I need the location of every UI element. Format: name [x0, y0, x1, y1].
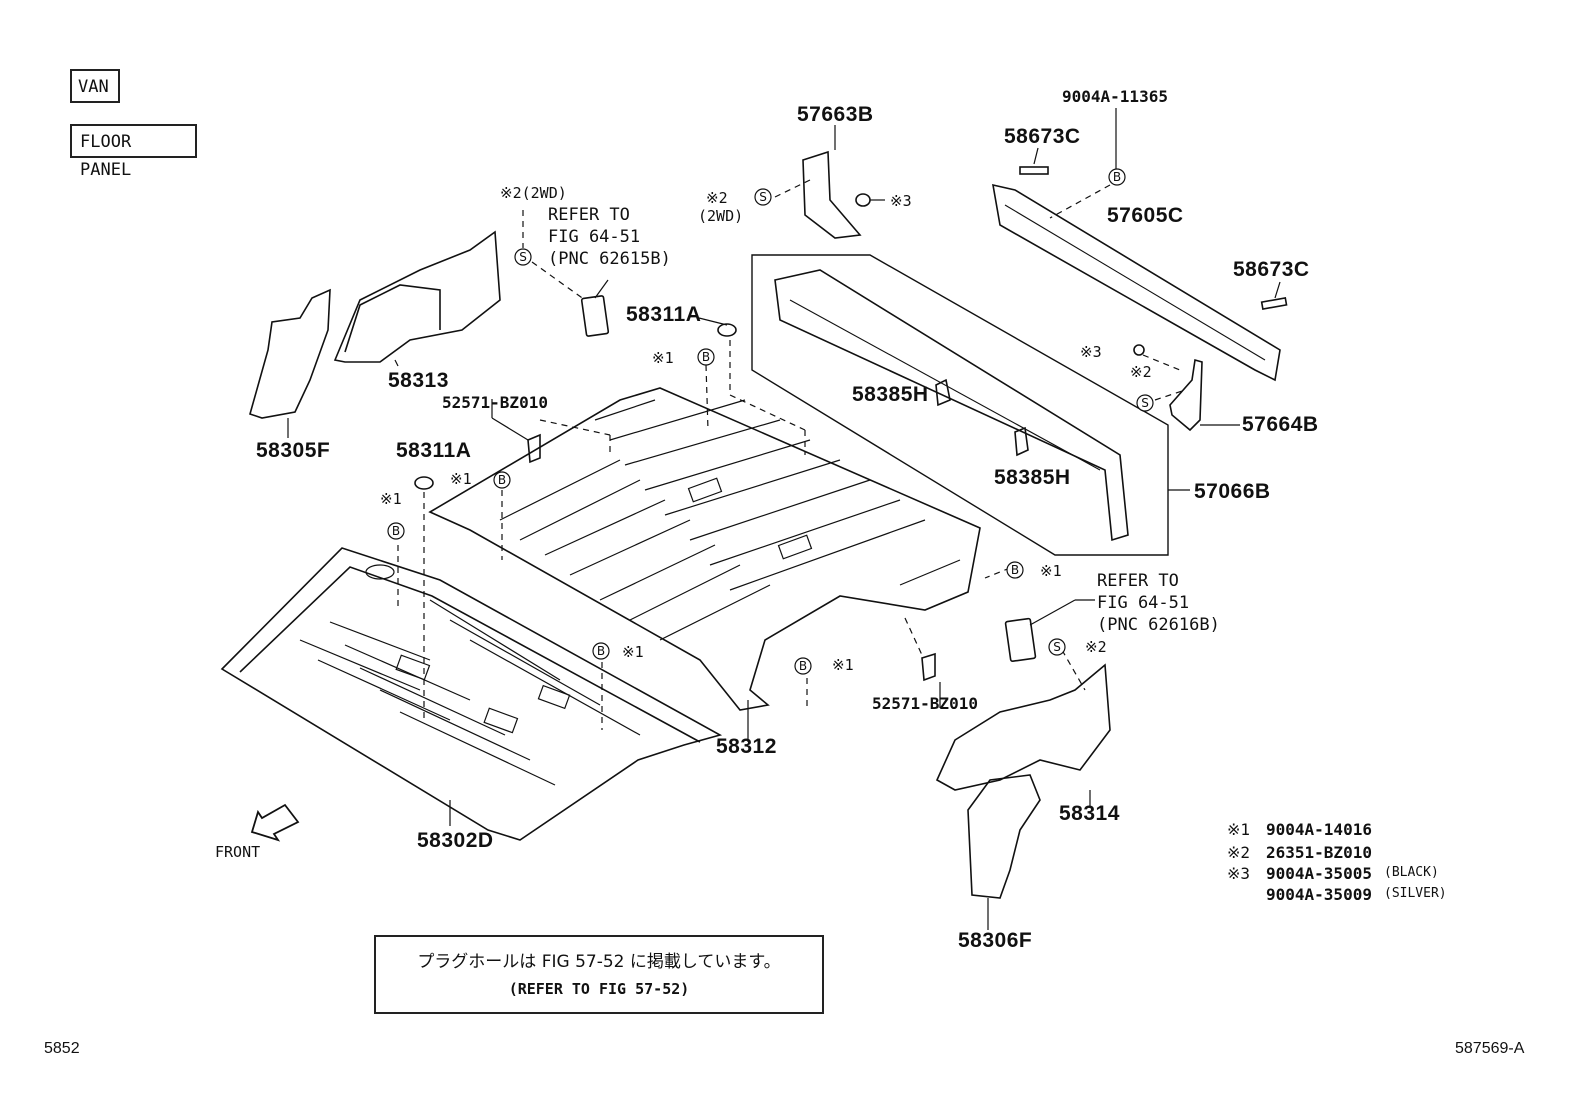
section-tag: FLOOR PANEL: [70, 124, 197, 180]
plug-hole-note: プラグホールは FIG 57-52 に掲載しています。 (REFER TO FI…: [374, 935, 824, 1014]
legend-mark-2: ※2: [1227, 843, 1251, 862]
rear-top-rail-shape: [992, 183, 1281, 382]
service-cover-left: [580, 295, 610, 337]
part-label-58305F: 58305F: [256, 439, 331, 462]
service-cover-right: [1004, 617, 1037, 663]
part-label-58385H-top: 58385H: [852, 383, 929, 406]
svg-text:B: B: [1113, 170, 1121, 184]
bracket-58385H-b: [1014, 426, 1029, 457]
plug-top: [717, 323, 737, 337]
rear-floor-panel-shape: [428, 387, 981, 711]
part-label-57066B: 57066B: [1194, 480, 1271, 503]
legend-text-4: 9004A-35009: [1266, 885, 1372, 904]
bracket-bottom-shape: [921, 652, 936, 682]
figure-code: 587569-A: [1455, 1040, 1525, 1057]
right-pillar-shape: [1169, 358, 1203, 432]
mark-1-left: ※1: [450, 470, 472, 488]
legend-text-3: 9004A-35005: [1266, 864, 1372, 883]
part-label-58673C-right: 58673C: [1233, 258, 1310, 281]
svg-text:B: B: [799, 659, 807, 673]
mark-2-right: ※2: [1130, 363, 1152, 381]
legend-text-1: 9004A-14016: [1266, 820, 1372, 839]
note-english: (REFER TO FIG 57-52): [508, 980, 690, 998]
part-label-58314: 58314: [1059, 802, 1120, 825]
part-label-58673C-top: 58673C: [1004, 125, 1081, 148]
mark-2-lower: ※2: [1085, 638, 1107, 656]
left-wheel-housing-shape: [333, 230, 501, 363]
plug-right: [1133, 344, 1145, 356]
legend-text-2: 26351-BZ010: [1266, 843, 1372, 862]
right-wheel-housing-shape: [935, 663, 1111, 791]
rear-box-outline: [751, 254, 1169, 556]
part-label-58313: 58313: [388, 369, 449, 392]
mark-1-bottom: ※1: [832, 656, 854, 674]
svg-text:S: S: [759, 190, 767, 204]
svg-text:B: B: [597, 644, 605, 658]
mark-2wd-sub: (2WD): [698, 207, 744, 225]
svg-text:B: B: [1011, 563, 1019, 577]
mark-2-2wd-top: ※2(2WD): [500, 184, 567, 202]
part-label-9004A-11365: 9004A-11365: [1062, 87, 1168, 106]
svg-text:B: B: [702, 350, 710, 364]
front-arrow-shape: [250, 803, 300, 842]
model-tag: VAN: [70, 69, 120, 103]
part-label-52571-bottom: 52571-BZ010: [872, 694, 978, 713]
part-label-57605C: 57605C: [1107, 204, 1184, 227]
bracket-top-shape: [527, 433, 541, 464]
legend-mark-3: ※3: [1227, 864, 1251, 883]
left-quarter-inner-shape: [249, 288, 331, 419]
front-floor-panel-shape: [220, 547, 723, 841]
part-label-57663B: 57663B: [797, 103, 874, 126]
decal-right: [1260, 297, 1288, 310]
svg-text:B: B: [498, 473, 506, 487]
svg-text:B: B: [392, 524, 400, 538]
bracket-58385H-a: [935, 378, 951, 407]
left-pillar-shape: [802, 150, 862, 239]
mark-3-pillar: ※3: [890, 192, 912, 210]
mark-1-right: ※1: [1040, 562, 1062, 580]
plug-pillar: [855, 193, 871, 207]
legend-note-black: (BLACK): [1384, 865, 1439, 880]
part-label-58311A-left: 58311A: [396, 439, 472, 462]
part-label-58302D: 58302D: [417, 829, 494, 852]
plug-left: [414, 476, 434, 490]
right-quarter-inner-shape: [967, 774, 1041, 899]
svg-text:S: S: [1141, 396, 1149, 410]
mark-1-center: ※1: [622, 643, 644, 661]
circle-s: S: [519, 250, 527, 264]
refer-note-62616B: REFER TO FIG 64-51 (PNC 62616B): [1097, 571, 1220, 635]
legend-mark-1: ※1: [1227, 820, 1251, 839]
refer-note-62615B: REFER TO FIG 64-51 (PNC 62615B): [548, 205, 671, 269]
part-label-58385H-bottom: 58385H: [994, 466, 1071, 489]
mark-1-front: ※1: [380, 490, 402, 508]
mark-2-left-pillar: ※2: [706, 189, 728, 207]
decal-top: [1019, 166, 1049, 175]
part-label-52571-top: 52571-BZ010: [442, 393, 548, 412]
legend-note-silver: (SILVER): [1384, 886, 1447, 901]
mark-3-right: ※3: [1080, 343, 1102, 361]
part-label-58312: 58312: [716, 735, 777, 758]
page-number: 5852: [44, 1040, 80, 1057]
part-label-58306F: 58306F: [958, 929, 1033, 952]
note-japanese: プラグホールは FIG 57-52 に掲載しています。: [417, 952, 781, 972]
front-indicator: FRONT: [215, 843, 261, 861]
mark-1-top: ※1: [652, 349, 674, 367]
part-label-58311A-top: 58311A: [626, 303, 702, 326]
part-label-57664B: 57664B: [1242, 413, 1319, 436]
svg-text:S: S: [1053, 640, 1061, 654]
